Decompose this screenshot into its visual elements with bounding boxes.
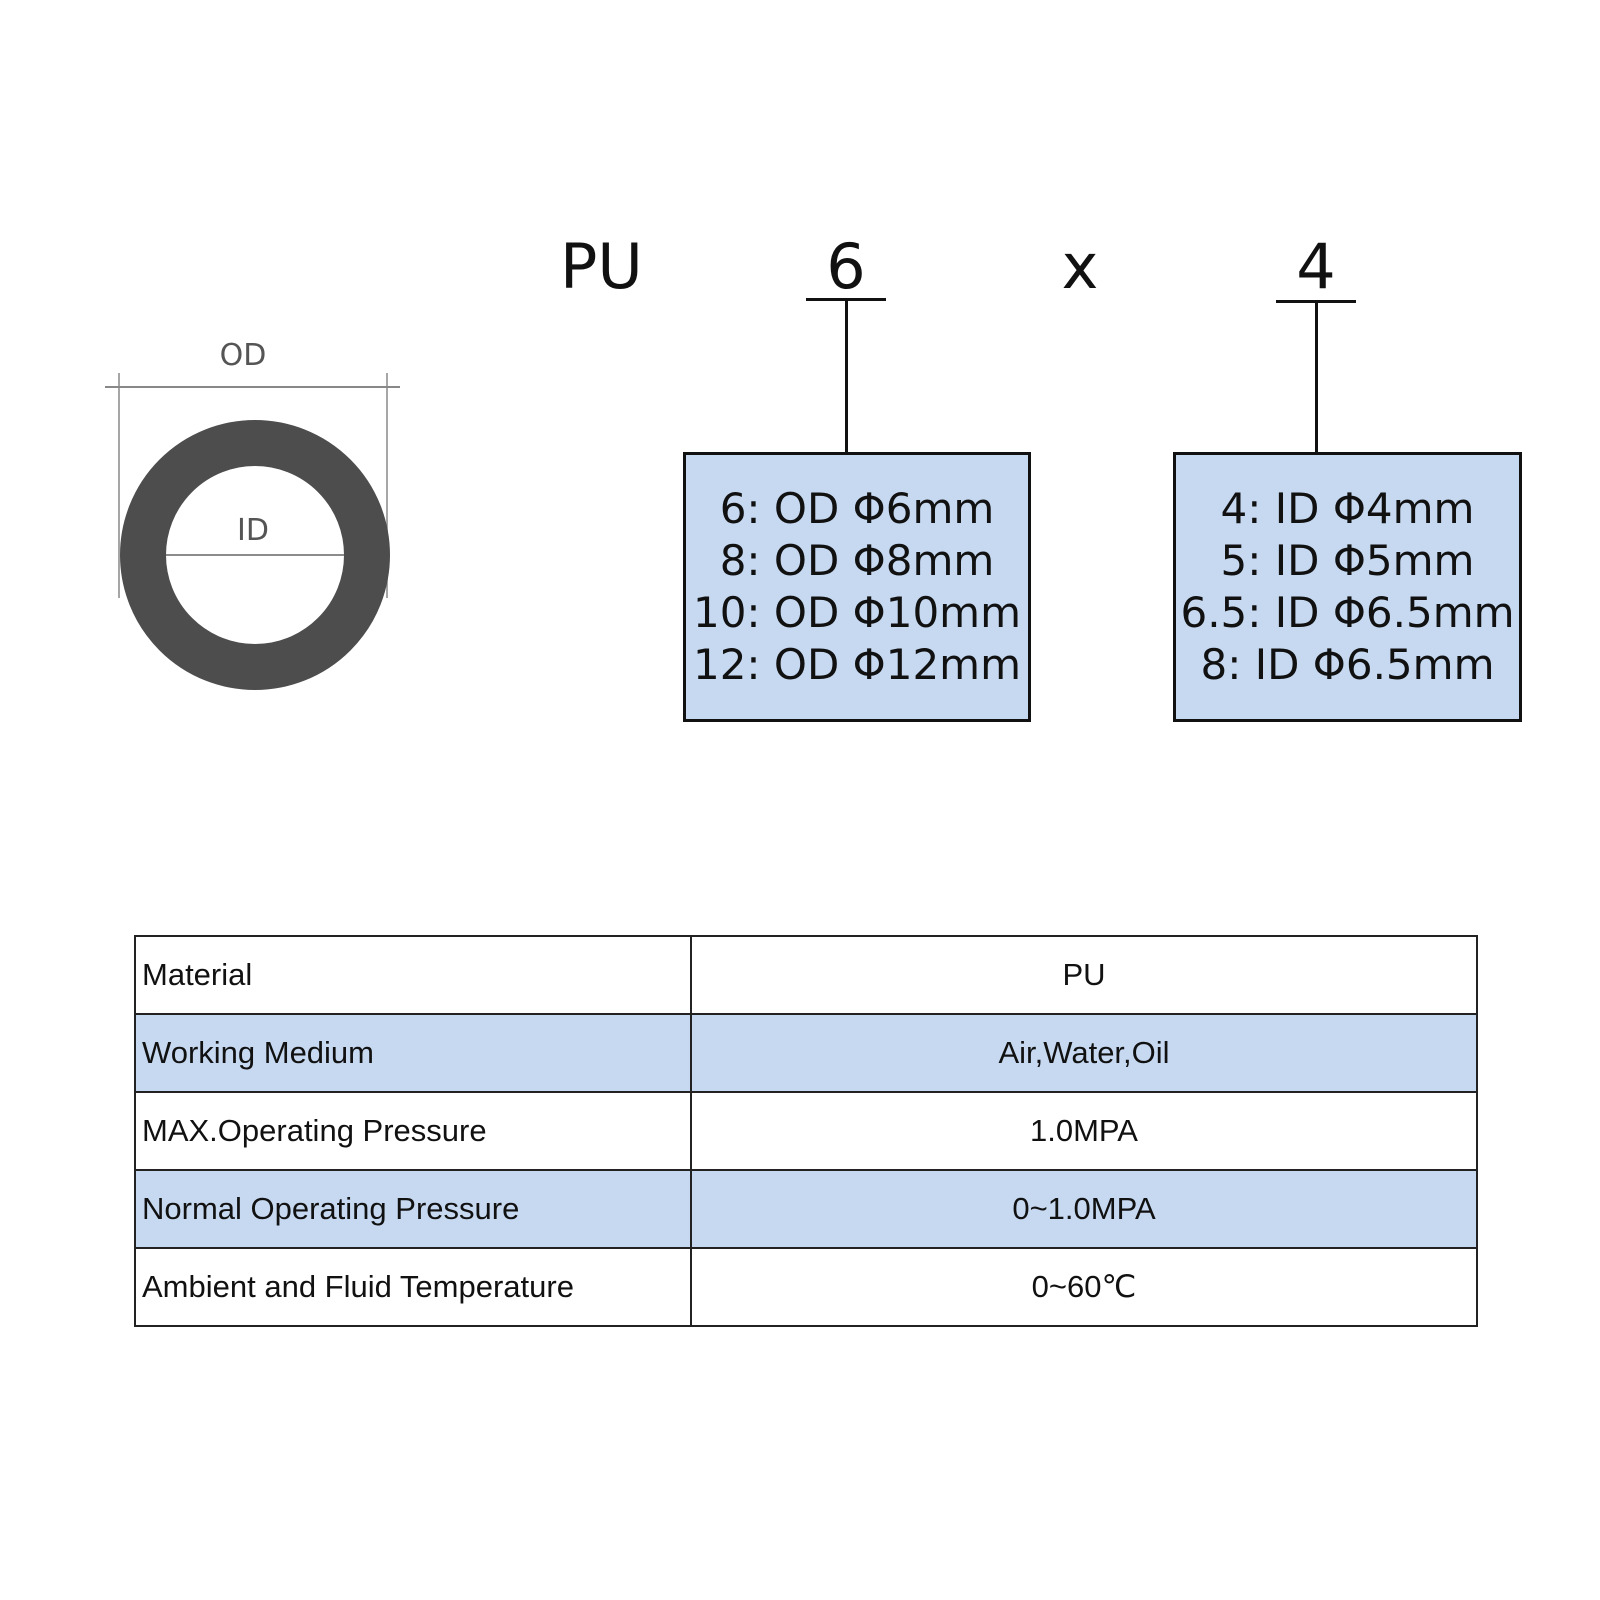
od-label: OD	[220, 338, 267, 373]
od-option: 8: OD Φ8mm	[719, 536, 995, 585]
tube-ring	[120, 420, 390, 690]
row-label: Working Medium	[134, 1013, 692, 1093]
id-label: ID	[237, 513, 269, 548]
material-code: PU	[560, 230, 643, 303]
od-options-box: 6: OD Φ6mm 8: OD Φ8mm 10: OD Φ10mm 12: O…	[683, 452, 1031, 722]
od-code-value: 6	[826, 230, 866, 303]
table-row: Working Medium Air,Water,Oil	[134, 1013, 1478, 1093]
table-row: Material PU	[134, 935, 1478, 1015]
id-leader-stem	[1315, 300, 1318, 452]
code-separator: x	[1061, 230, 1099, 303]
id-option: 4: ID Φ4mm	[1220, 484, 1475, 533]
od-leader-stem	[845, 298, 848, 452]
row-value: 1.0MPA	[690, 1091, 1478, 1171]
row-value: 0~1.0MPA	[690, 1169, 1478, 1249]
id-option: 5: ID Φ5mm	[1220, 536, 1475, 585]
od-option: 6: OD Φ6mm	[719, 484, 995, 533]
row-label: Material	[134, 935, 692, 1015]
row-label: MAX.Operating Pressure	[134, 1091, 692, 1171]
table-row: Normal Operating Pressure 0~1.0MPA	[134, 1169, 1478, 1249]
table-row: Ambient and Fluid Temperature 0~60℃	[134, 1247, 1478, 1327]
id-option: 8: ID Φ6.5mm	[1200, 640, 1495, 689]
id-options-box: 4: ID Φ4mm 5: ID Φ5mm 6.5: ID Φ6.5mm 8: …	[1173, 452, 1522, 722]
row-value: Air,Water,Oil	[690, 1013, 1478, 1093]
row-label: Normal Operating Pressure	[134, 1169, 692, 1249]
od-option: 10: OD Φ10mm	[692, 588, 1022, 637]
id-option: 6.5: ID Φ6.5mm	[1180, 588, 1515, 637]
row-value: 0~60℃	[690, 1247, 1478, 1327]
od-option: 12: OD Φ12mm	[692, 640, 1022, 689]
row-value: PU	[690, 935, 1478, 1015]
specifications-table: Material PU Working Medium Air,Water,Oil…	[134, 935, 1478, 1327]
id-code-value: 4	[1296, 230, 1336, 303]
tube-cross-section: OD ID	[105, 338, 400, 690]
row-label: Ambient and Fluid Temperature	[134, 1247, 692, 1327]
table-row: MAX.Operating Pressure 1.0MPA	[134, 1091, 1478, 1171]
